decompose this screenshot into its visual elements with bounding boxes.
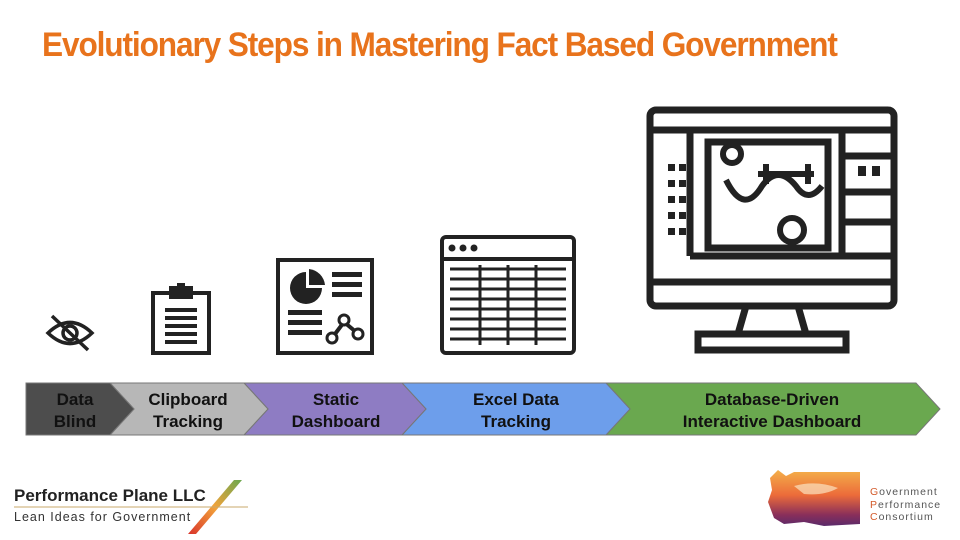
slide-title: Evolutionary Steps in Mastering Fact Bas…: [42, 26, 838, 64]
step-label-static: Static Dashboard: [291, 390, 381, 431]
step-label-database: Database-Driven Interactive Dashboard: [682, 390, 862, 431]
step-label-data-blind: Data Blind: [53, 390, 97, 431]
clipboard-icon: [151, 283, 211, 355]
performance-plane-logo: [14, 480, 248, 534]
washington-state-logo: [768, 470, 860, 526]
step-label-clipboard: Clipboard Tracking: [148, 390, 228, 431]
spreadsheet-icon: [440, 235, 576, 355]
gpc-wordmark: Government Performance Consortium: [870, 486, 942, 523]
chevron-data-blind: [25, 382, 135, 436]
brand-name: Performance Plane LLC: [14, 486, 206, 505]
monitor-dashboard-icon: [646, 106, 898, 354]
step-label-excel: Excel Data Tracking: [473, 390, 559, 431]
eye-slash-icon: [45, 314, 95, 352]
report-icon: [276, 258, 374, 355]
brand-tagline: Lean Ideas for Government: [14, 510, 192, 524]
